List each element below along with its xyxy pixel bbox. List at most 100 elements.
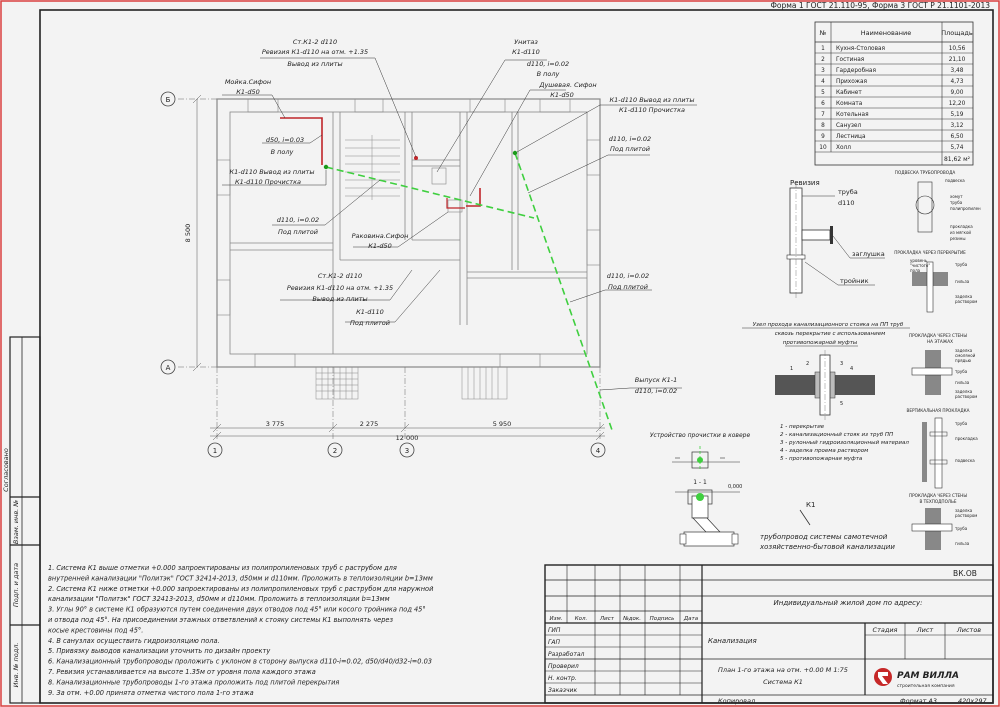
revision-label-d110: d110 bbox=[838, 199, 855, 207]
detail-3-title: ПРОКЛАДКА ЧЕРЕЗ СТЕНЫ bbox=[909, 333, 967, 338]
rooms-header-no: № bbox=[819, 29, 827, 37]
stamp-col-doc: №док. bbox=[622, 616, 641, 622]
node-item-1: 1 - перекрытие bbox=[780, 424, 825, 430]
rooms-cell: Котельная bbox=[836, 112, 869, 118]
rooms-cell: 5,19 bbox=[951, 112, 964, 118]
detail-1-l6: из мягкой bbox=[950, 230, 971, 235]
rooms-header-name: Наименование bbox=[861, 29, 912, 37]
side-stamp bbox=[9, 336, 41, 704]
detail-3-l3: прядью bbox=[955, 358, 972, 363]
node-item-4: 4 - заделка проема раствором bbox=[780, 448, 868, 454]
rooms-cell: 5 bbox=[821, 90, 825, 96]
detail-2-l6: заделка bbox=[955, 294, 973, 299]
cleanout-title: Устройство прочистки в ковере bbox=[650, 432, 751, 439]
callout-basin-line2: К1-d50 bbox=[368, 242, 392, 250]
rooms-cell: 9 bbox=[821, 134, 825, 140]
revision-title: Ревизия bbox=[790, 179, 820, 187]
revision-label-pipe: труба bbox=[838, 188, 858, 196]
detail-3-l6: заделка bbox=[955, 389, 973, 394]
rooms-cell: 3 bbox=[821, 68, 825, 74]
note-line: 3. Углы 90° в системе К1 образуются путе… bbox=[48, 606, 426, 614]
dim-8500: 8 500 bbox=[184, 224, 192, 243]
callout-riser-2-line2: Ревизия К1-d110 на отм. +1.35 bbox=[287, 284, 393, 292]
rooms-cell: 3,12 bbox=[951, 123, 964, 129]
note-line: 2. Система К1 ниже отметки +0.000 запрое… bbox=[48, 585, 434, 593]
callout-toilet-line1: Унитаз bbox=[514, 38, 538, 46]
callout-outlet-1-line2: К1-d110 Прочистка bbox=[235, 178, 301, 186]
rooms-cell: 3,48 bbox=[951, 68, 964, 74]
callout-kitchen-sink-line2: К1-d50 bbox=[236, 88, 260, 96]
node-marker-2: 2 bbox=[806, 361, 809, 367]
callout-d110-b-line1: d110, i=0.02 bbox=[609, 135, 651, 143]
legend-text-line2: хозяйственно-бытовой канализации bbox=[759, 543, 895, 551]
stamp-col-izm: Изм. bbox=[550, 616, 563, 622]
rooms-cell: Гостиная bbox=[836, 57, 864, 63]
pipe-legend: К1 трубопровод системы самотечной хозяйс… bbox=[759, 501, 895, 551]
revision-label-plug: заглушка bbox=[852, 250, 885, 258]
stamp-stage: Стадия bbox=[873, 626, 898, 634]
dim-3775: 3 775 bbox=[266, 420, 285, 428]
stamp-col-sign: Подпись bbox=[650, 616, 675, 622]
detail-2-l1: уровень bbox=[910, 258, 928, 263]
riser-point-3 bbox=[414, 156, 418, 160]
stamp-role-client: Заказчик bbox=[548, 687, 577, 694]
node-marker-1: 1 bbox=[790, 366, 793, 372]
rooms-total: 81,62 м² bbox=[944, 156, 971, 163]
node-title-line3: противопожарной муфты bbox=[783, 340, 858, 346]
pipe-d50-kitchen bbox=[280, 117, 323, 165]
callout-d110-floor-line2: В полу bbox=[537, 70, 560, 78]
detail-3-l7: раствором bbox=[955, 394, 977, 399]
callout-riser-1-line1: Ст.К1-2 d110 bbox=[293, 38, 337, 46]
detail-5-subtitle: В ТЕХПОДПОЛЬЕ bbox=[919, 499, 956, 504]
installation-details: ПОДВЕСКА ТРУБОПРОВОДА подвеска хомут тру… bbox=[894, 170, 981, 550]
stamp-project: Индивидуальный жилой дом по адресу: bbox=[774, 599, 923, 607]
note-line: 1. Система К1 выше отметки +0.000 запрое… bbox=[48, 564, 397, 572]
cleanout-detail: Устройство прочистки в ковере 1 - 1 0,00… bbox=[650, 432, 751, 547]
stamp-code: ВК.ОВ bbox=[953, 569, 977, 578]
note-line: 8. Канализационные трубопроводы 1-го эта… bbox=[48, 678, 339, 686]
node-item-3: 3 - рулонный гидроизоляционный материал bbox=[780, 440, 909, 446]
callout-outlet-2-line2: К1-d110 Прочистка bbox=[619, 106, 685, 114]
callout-riser-1-line3: Вывод из плиты bbox=[287, 60, 342, 68]
legend-text-line1: трубопровод системы самотечной bbox=[760, 533, 888, 541]
detail-5-l1: заделка bbox=[955, 508, 973, 513]
rooms-cell: Гардеробная bbox=[836, 68, 876, 74]
callout-outlet-1-line1: К1-d110 Вывод из плиты bbox=[230, 168, 315, 176]
rooms-cell: 2 bbox=[821, 57, 825, 63]
note-line: 4. В санузлах осуществить гидроизоляцию … bbox=[48, 637, 220, 645]
callout-d110-c-line2: Под плитой bbox=[608, 283, 648, 291]
cleanout-section: 1 - 1 bbox=[693, 479, 707, 486]
stamp-role-gip: ГИП bbox=[548, 627, 561, 634]
stamp-format: Формат А3 bbox=[900, 697, 937, 705]
stamp-copied: Копировал bbox=[718, 697, 755, 705]
rooms-cell: 9,00 bbox=[951, 90, 964, 96]
detail-1-l3: труба bbox=[950, 200, 963, 205]
callout-d110-b-line2: Под плитой bbox=[610, 145, 650, 153]
axis-label-b: Б bbox=[166, 96, 171, 104]
sewer-pipes bbox=[280, 117, 613, 431]
revision-detail: Ревизия труба d110 заглушка тройник bbox=[786, 179, 885, 300]
axis-label-3: 3 bbox=[405, 447, 409, 455]
stamp-sheet: Лист bbox=[916, 626, 934, 634]
stamp-col-kol: Кол. bbox=[575, 616, 588, 622]
detail-5-l3: труба bbox=[955, 526, 968, 531]
node-marker-4: 4 bbox=[850, 366, 853, 372]
node-title-line2: сквозь перекрытие с использованием bbox=[775, 331, 885, 337]
rooms-cell: 6 bbox=[821, 101, 825, 107]
dim-2275: 2 275 bbox=[360, 420, 379, 428]
general-notes: 1. Система К1 выше отметки +0.000 запрое… bbox=[48, 564, 434, 697]
stamp-role-developer: Разработал bbox=[548, 651, 585, 658]
stamp-sheet-title-line1: План 1-го этажа на отм. +0.00 М 1:75 bbox=[718, 666, 848, 674]
detail-3-l5: гильза bbox=[955, 380, 970, 385]
detail-2-l3: пола bbox=[910, 268, 921, 273]
node-marker-5: 5 bbox=[840, 401, 843, 407]
detail-5-title: ПРОКЛАДКА ЧЕРЕЗ СТЕНЫ bbox=[909, 493, 967, 498]
side-label-replace: Взам. инв. № bbox=[12, 500, 20, 544]
detail-4-title: ВЕРТИКАЛЬНАЯ ПРОКЛАДКА bbox=[907, 408, 970, 413]
rooms-cell: Лестница bbox=[836, 134, 866, 140]
detail-1-l2: хомут bbox=[950, 194, 963, 199]
callout-d110-floor-line1: d110, i=0.02 bbox=[527, 60, 569, 68]
node-item-5: 5 - противопожарная муфта bbox=[780, 456, 863, 462]
